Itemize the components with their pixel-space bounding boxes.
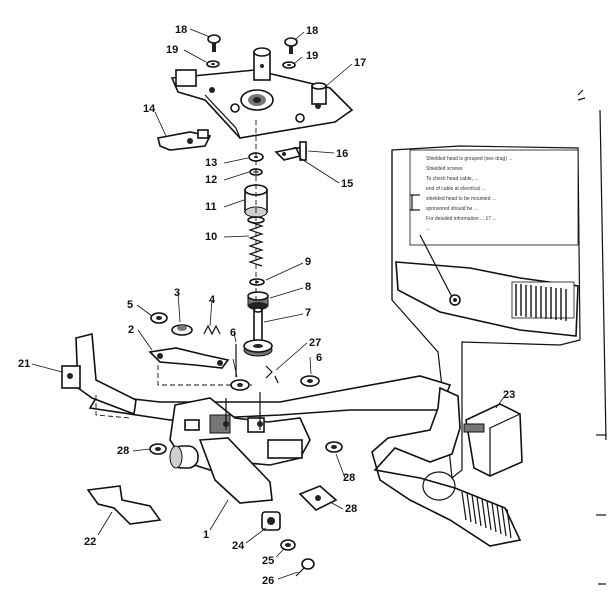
callouts: 18 19 18 19 17 14 13 12 11 10 16 15 9 8 …: [18, 24, 515, 587]
callout-24: 24: [232, 540, 245, 552]
bracket-22: [86, 485, 162, 525]
callout-23: 23: [503, 389, 515, 401]
callout-11: 11: [205, 201, 217, 213]
head-carriage: [169, 392, 311, 504]
washer-25: [280, 539, 296, 551]
bracket-21: [61, 332, 137, 419]
gear-8: [247, 291, 269, 310]
callout-27: 27: [309, 337, 321, 349]
washer-19-left: [206, 60, 220, 68]
screw-26: [295, 558, 315, 577]
callout-19-left: 19: [166, 44, 178, 56]
plate-24: [261, 511, 281, 531]
callout-6-left: 6: [230, 327, 236, 339]
inset-note-line3: To check head cable, ...: [426, 176, 479, 182]
callout-28-bottom: 28: [345, 503, 357, 515]
callout-25: 25: [262, 555, 274, 567]
top-mounting-plate: [170, 47, 354, 139]
washer-6-right: [300, 375, 320, 387]
nut-5: [150, 312, 168, 324]
washer-19-right: [282, 61, 296, 69]
callout-9: 9: [305, 256, 311, 268]
nut-28-right: [325, 441, 343, 453]
callout-15: 15: [341, 178, 353, 190]
clip-14: [157, 129, 212, 151]
nut-28-left: [149, 443, 167, 455]
callout-16: 16: [336, 148, 348, 160]
leader-lines: [31, 28, 505, 580]
callout-18-right: 18: [306, 25, 318, 37]
spring-4: [203, 324, 221, 336]
washer-9: [249, 278, 265, 286]
screw-18-left: [207, 34, 221, 52]
callout-13: 13: [205, 157, 217, 169]
callout-2: 2: [128, 324, 134, 336]
inset-note-line8: ...: [426, 226, 430, 232]
callout-12: 12: [205, 174, 217, 186]
callout-18-left: 18: [175, 24, 187, 36]
cam-27: [265, 365, 279, 384]
callout-4: 4: [209, 294, 216, 306]
callout-6-right: 6: [316, 352, 322, 364]
callout-3: 3: [174, 287, 180, 299]
callout-26: 26: [262, 575, 274, 587]
callout-1: 1: [203, 529, 209, 541]
inset-note-line4: end of cable at electrical ...: [426, 186, 485, 192]
callout-21: 21: [18, 358, 30, 370]
callout-5: 5: [127, 299, 133, 311]
inset-note-line5: shielded head to be mounted ...: [426, 196, 496, 202]
callout-8: 8: [305, 281, 311, 293]
clip-15: [274, 147, 302, 161]
inset-note-line2: Shielded screws: [426, 166, 463, 172]
callout-14: 14: [143, 103, 156, 115]
callout-17: 17: [354, 57, 366, 69]
guide-23: [463, 403, 523, 477]
block-28-bottom: [298, 485, 338, 511]
callout-19-right: 19: [306, 50, 318, 62]
roller-3: [171, 324, 193, 336]
inset-cable-contacts: [511, 281, 575, 321]
inset-note-line6: sponsored should be ...: [426, 206, 478, 212]
flex-cable-contacts: [461, 491, 512, 539]
callout-22: 22: [84, 536, 96, 548]
lever-2: [148, 347, 230, 369]
callout-28-left: 28: [117, 445, 129, 457]
callout-7: 7: [305, 307, 311, 319]
inset-panel: Shielded head is grouped (see drag) ... …: [391, 89, 607, 585]
screw-18-right: [284, 37, 298, 54]
callout-28-right: 28: [343, 472, 355, 484]
inset-note-line7: For detailed information ... 17 ...: [426, 216, 497, 222]
inset-note-line1: Shielded head is grouped (see drag) ...: [426, 156, 512, 162]
washer-6-left: [230, 344, 250, 391]
callout-10: 10: [205, 231, 217, 243]
shaft-7: [243, 307, 273, 357]
